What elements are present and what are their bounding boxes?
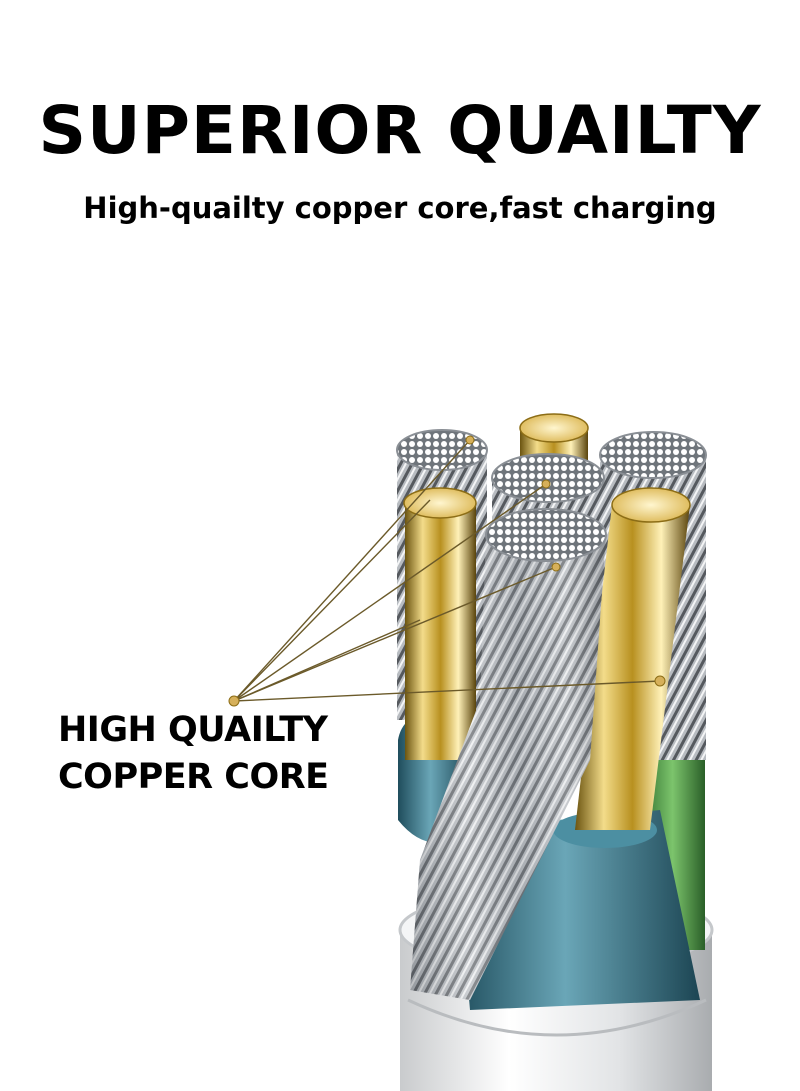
callout-line-1: HIGH QUAILTY xyxy=(58,710,328,750)
callout-leader-lines xyxy=(233,439,661,702)
silver-strand-bundle-front xyxy=(410,508,607,1000)
copper-conductor-right xyxy=(575,487,691,830)
headline-subtitle: High-quailty copper core,fast charging xyxy=(83,191,717,225)
copper-core-callout: HIGH QUAILTY COPPER CORE xyxy=(58,707,329,801)
headline-title: SUPERIOR QUAILTY xyxy=(38,92,762,169)
callout-anchor-dots xyxy=(228,435,666,707)
copper-conductor-left xyxy=(403,487,477,760)
callout-line-2: COPPER CORE xyxy=(58,757,329,797)
